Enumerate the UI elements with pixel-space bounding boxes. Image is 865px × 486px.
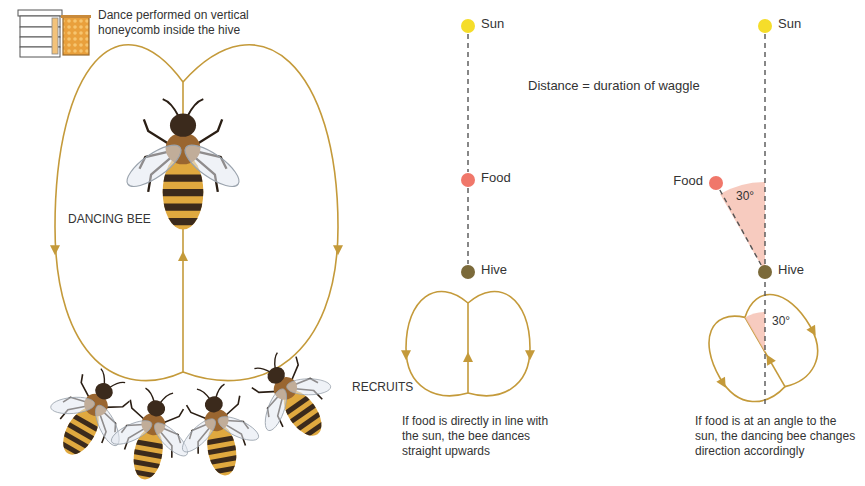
arrowhead — [401, 350, 411, 360]
point-label: Food — [673, 173, 703, 188]
caption: If food is directly in line with the sun… — [402, 414, 562, 459]
bee — [102, 383, 202, 486]
waggle-dance — [691, 280, 836, 417]
dashed-connector — [467, 34, 468, 172]
arrowhead — [716, 377, 730, 391]
dance-loop — [55, 45, 183, 381]
bee — [31, 354, 150, 475]
point-label: Hive — [778, 262, 804, 277]
bee-label: RECRUITS — [352, 380, 413, 395]
arrowhead — [806, 325, 820, 339]
dashed-connector — [467, 188, 468, 264]
dance-loop — [740, 282, 831, 388]
food-dot: Food — [461, 173, 475, 187]
dance-loop — [468, 291, 530, 395]
food-dot: Food — [709, 176, 723, 190]
sun-dot: Sun — [461, 19, 475, 33]
arrowhead — [525, 350, 535, 360]
bee — [231, 336, 352, 459]
bee — [121, 99, 245, 230]
arrowhead — [333, 245, 343, 255]
dance-paths — [50, 45, 836, 417]
hive-dot: Hive — [758, 265, 772, 279]
angle-wedge — [720, 182, 765, 272]
arrowhead — [178, 251, 188, 261]
point-label: Food — [481, 170, 511, 185]
sun-dot: Sun — [758, 19, 772, 33]
angle-label: 30° — [771, 314, 791, 329]
waggle-dance — [401, 291, 535, 395]
hive-note: Dance performed on vertical honeycomb in… — [98, 8, 268, 38]
bee — [169, 379, 269, 482]
arrowhead — [463, 352, 473, 362]
reference-line — [764, 282, 765, 405]
dance-loop — [183, 45, 338, 381]
caption: If food is at an angle to the sun, the d… — [695, 414, 860, 459]
waggle-dance — [50, 45, 343, 381]
arrowhead — [762, 352, 776, 366]
point-label: Hive — [481, 262, 507, 277]
angle-wedge — [745, 312, 765, 352]
point-label: Sun — [481, 16, 504, 31]
angle-wedges — [720, 182, 765, 405]
bees — [31, 99, 352, 486]
hive-icon — [18, 10, 91, 57]
bee-label: DANCING BEE — [68, 212, 151, 227]
dance-loop — [406, 291, 468, 395]
dashed-connector — [764, 34, 765, 264]
arrowhead — [50, 245, 60, 255]
hive-dot: Hive — [461, 265, 475, 279]
waggle-run — [467, 303, 469, 393]
angle-label: 30° — [736, 189, 754, 204]
distance-note: Distance = duration of waggle — [528, 78, 700, 94]
point-label: Sun — [778, 16, 801, 31]
